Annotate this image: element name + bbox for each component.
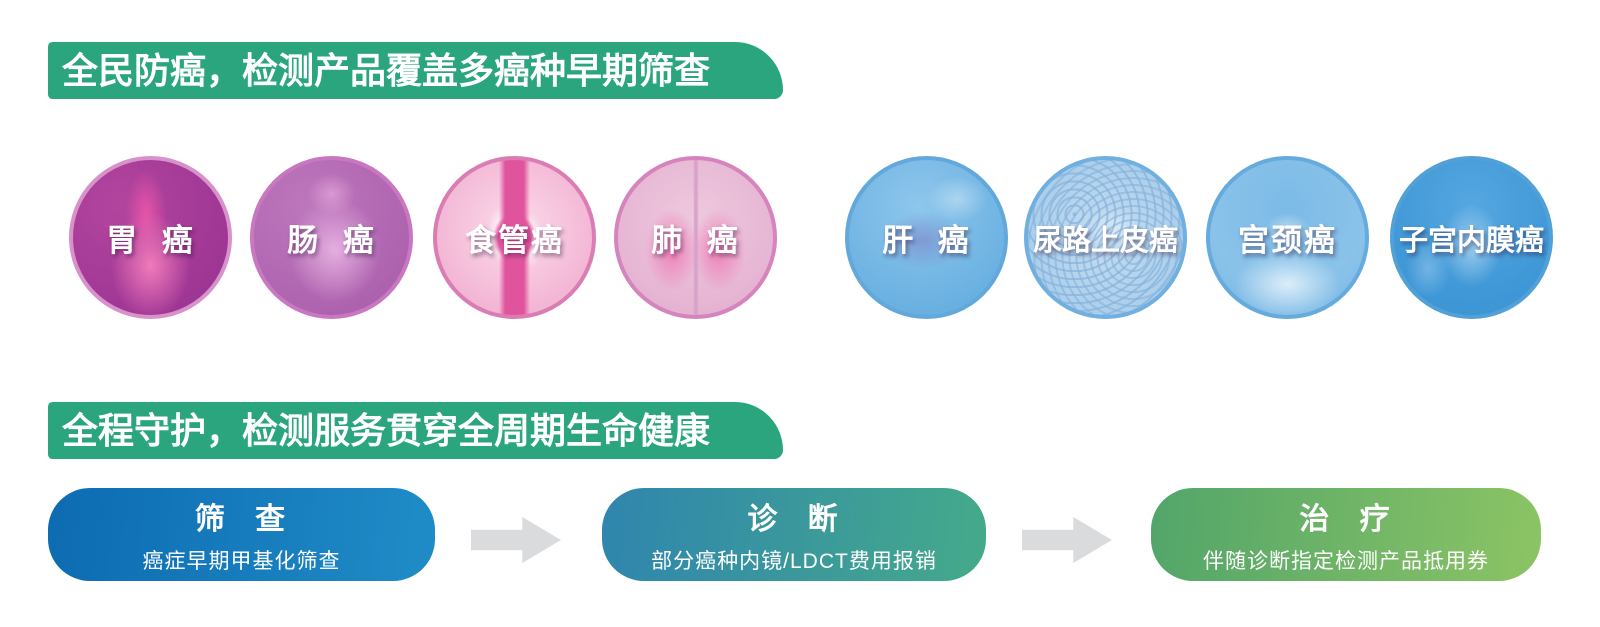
- step-title: 治 疗: [1299, 503, 1393, 536]
- arrow-right-icon: [471, 517, 561, 563]
- cancer-label: 食管癌: [465, 223, 564, 258]
- flow-step-treatment: 治 疗 伴随诊断指定检测产品抵用券: [1151, 488, 1541, 581]
- arrow-right-icon: [1022, 517, 1112, 563]
- cancer-circle-lung: 肺 癌: [614, 156, 777, 319]
- step-subtitle: 癌症早期甲基化筛查: [142, 550, 341, 573]
- cancer-circle-cervical: 宫颈癌: [1206, 156, 1369, 319]
- cancer-label: 宫颈癌: [1238, 223, 1337, 258]
- cancer-label: 肝 癌: [882, 223, 971, 258]
- cancer-circle-stomach: 胃 癌: [69, 156, 232, 319]
- cancer-label: 尿路上皮癌: [1032, 224, 1178, 257]
- cancer-circle-liver: 肝 癌: [845, 156, 1008, 319]
- cancer-label: 肠 癌: [287, 223, 376, 258]
- step-title: 诊 断: [747, 503, 841, 536]
- flow-step-screening: 筛 查 癌症早期甲基化筛查: [48, 488, 435, 581]
- cancer-label: 子宫内膜癌: [1398, 224, 1544, 257]
- cancer-circle-esophagus: 食管癌: [433, 156, 596, 319]
- cancer-circle-intestine: 肠 癌: [250, 156, 413, 319]
- step-title: 筛 查: [194, 503, 289, 536]
- cancer-circle-urothelial: 尿路上皮癌: [1024, 156, 1187, 319]
- cancer-circle-endometrial: 子宫内膜癌: [1390, 156, 1553, 319]
- step-subtitle: 部分癌种内镜/LDCT费用报销: [651, 550, 937, 573]
- protection-banner-title: 全程守护，检测服务贯穿全周期生命健康: [48, 402, 783, 459]
- step-subtitle: 伴随诊断指定检测产品抵用券: [1203, 550, 1489, 573]
- cancer-label: 肺 癌: [651, 223, 740, 258]
- prevention-banner-title: 全民防癌，检测产品覆盖多癌种早期筛查: [48, 42, 783, 99]
- cancer-label: 胃 癌: [106, 223, 195, 258]
- flow-step-diagnosis: 诊 断 部分癌种内镜/LDCT费用报销: [602, 488, 986, 581]
